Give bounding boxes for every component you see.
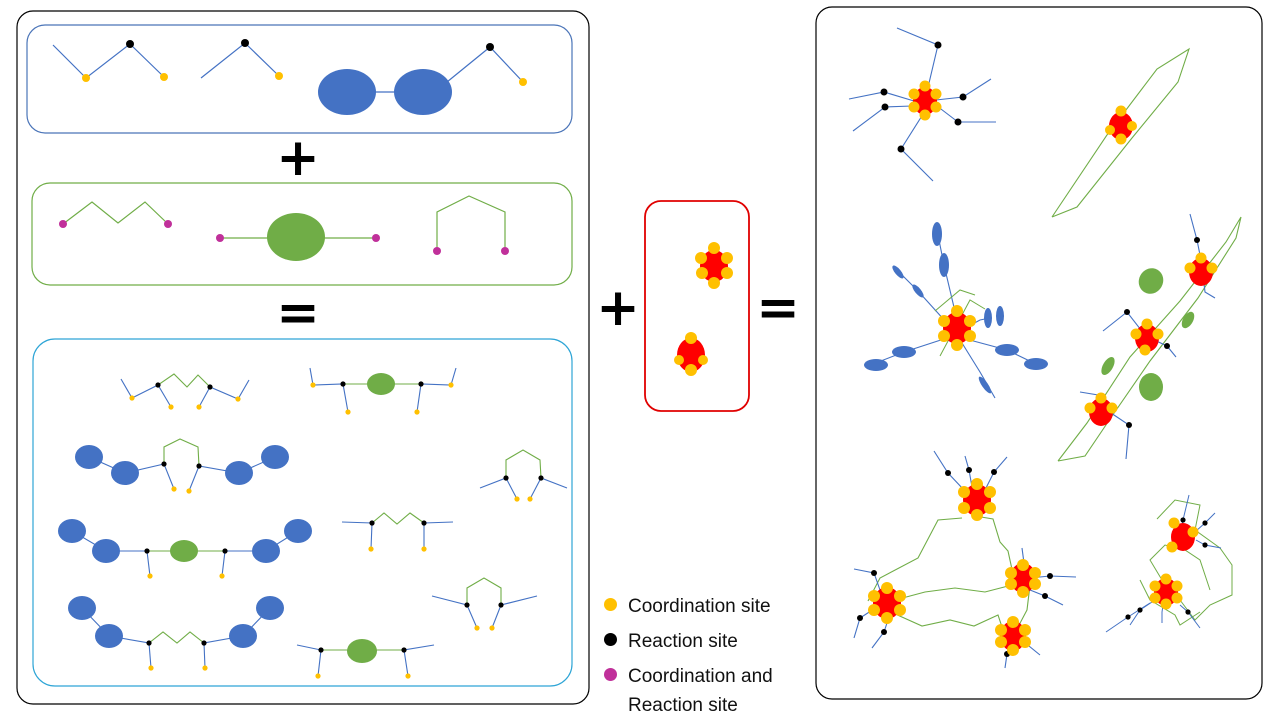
combined-arch-2 bbox=[431, 577, 538, 631]
ligand-box bbox=[26, 24, 573, 134]
product-bulky-cluster bbox=[864, 222, 1048, 399]
legend: Coordination site Reaction site Coordina… bbox=[604, 592, 824, 726]
combined-arch-dumbbell bbox=[75, 438, 289, 494]
combined-ellipse bbox=[309, 367, 457, 415]
combined-ellipse-2 bbox=[296, 639, 435, 679]
linker-box bbox=[31, 182, 573, 286]
ligand-vee bbox=[200, 39, 283, 80]
metal-node-six-site bbox=[695, 242, 733, 289]
magenta-dot-icon bbox=[604, 668, 617, 681]
right-frame bbox=[815, 6, 1263, 700]
combined-zigzag bbox=[120, 373, 250, 410]
combined-zigzag-2 bbox=[341, 512, 454, 552]
linker-arch bbox=[433, 195, 509, 255]
product-star-cluster bbox=[848, 27, 996, 182]
legend-label: Coordination and Reaction site bbox=[628, 666, 773, 716]
plus-operator: + bbox=[276, 128, 320, 188]
equals-operator: = bbox=[276, 283, 320, 343]
linker-ellipse bbox=[216, 213, 380, 261]
metal-node-four-site bbox=[674, 332, 708, 376]
legend-item-coordination-reaction: Coordination and Reaction site bbox=[604, 662, 824, 720]
metal-box bbox=[644, 200, 750, 412]
left-frame bbox=[16, 10, 590, 705]
linker-zigzag bbox=[59, 201, 172, 228]
product-ladder-chain bbox=[1057, 213, 1242, 462]
ligand-zigzag bbox=[52, 40, 168, 82]
equals-operator-2: = bbox=[756, 278, 800, 338]
legend-label: Coordination site bbox=[628, 596, 771, 617]
plus-operator-2: + bbox=[596, 278, 640, 338]
product-rod bbox=[1051, 47, 1191, 218]
ligand-dumbbell bbox=[318, 43, 527, 115]
combined-box bbox=[32, 338, 573, 687]
product-cage-network bbox=[853, 450, 1077, 669]
legend-item-coordination: Coordination site bbox=[604, 592, 824, 621]
yellow-dot-icon bbox=[604, 598, 617, 611]
combined-long-ellipse-dumbbell bbox=[58, 519, 312, 579]
combined-zigzag-dumbbell bbox=[68, 596, 284, 671]
product-tangled-pair bbox=[1105, 494, 1233, 633]
combined-small-arch bbox=[479, 449, 568, 502]
legend-label: Reaction site bbox=[628, 631, 738, 652]
legend-item-reaction: Reaction site bbox=[604, 627, 824, 656]
black-dot-icon bbox=[604, 633, 617, 646]
